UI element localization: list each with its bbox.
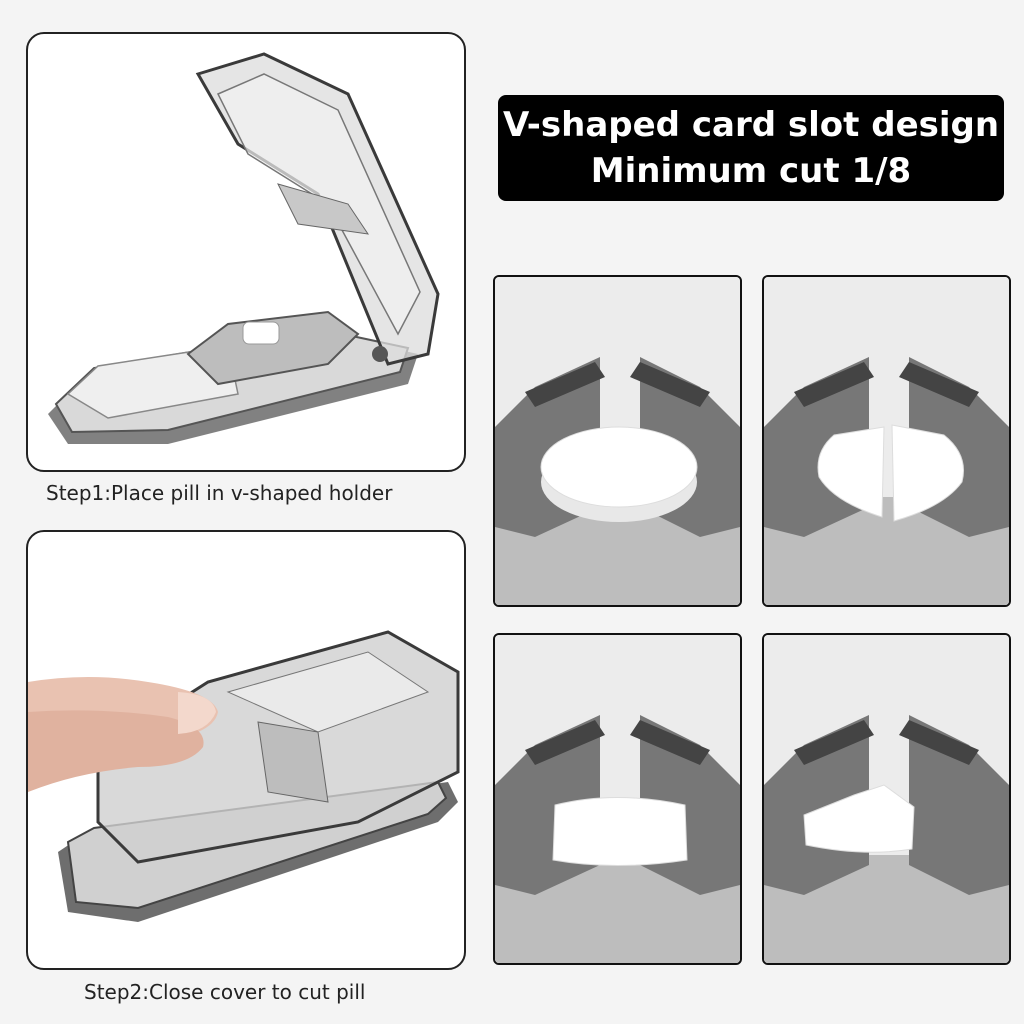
step1-panel — [26, 32, 466, 472]
banner-line-1: V-shaped card slot design — [502, 105, 1000, 145]
step1-caption: Step1:Place pill in v-shaped holder — [46, 481, 393, 505]
feature-banner: V-shaped card slot design Minimum cut 1/… — [498, 95, 1004, 201]
pill-cutter-closed-illustration — [28, 630, 460, 922]
banner-line-2: Minimum cut 1/8 — [590, 151, 912, 191]
step2-panel — [26, 530, 466, 970]
photo-half-pill — [762, 275, 1011, 607]
step2-caption: Step2:Close cover to cut pill — [84, 980, 366, 1004]
pill-cutter-open-illustration — [48, 52, 440, 444]
photo-quarter-pill — [493, 633, 742, 965]
photo-eighth-pill — [762, 633, 1011, 965]
photo-whole-pill — [493, 275, 742, 607]
